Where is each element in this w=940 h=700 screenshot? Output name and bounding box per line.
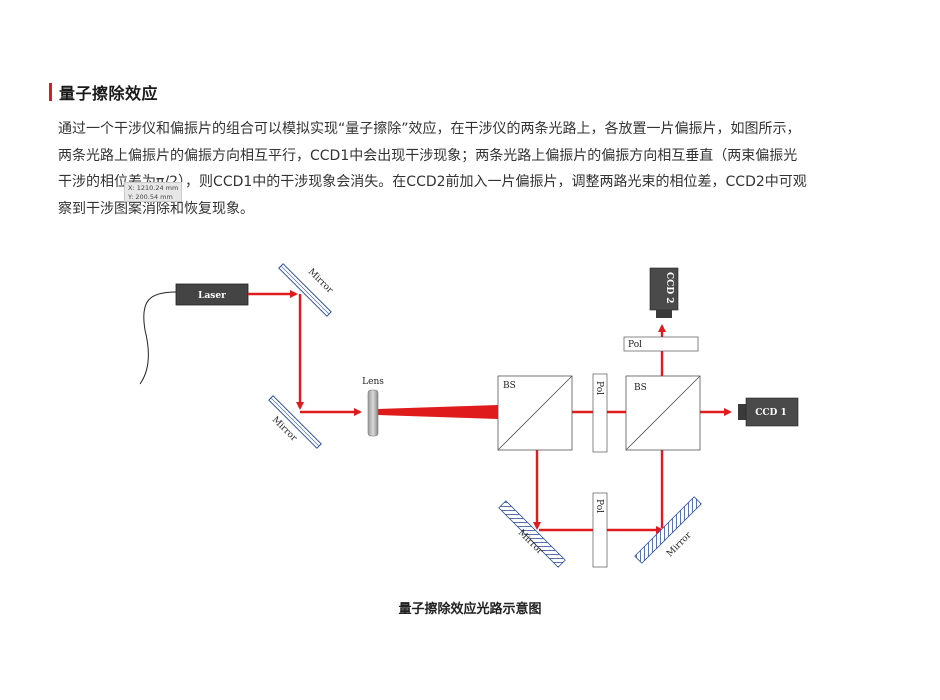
ccd-2-label: CCD 2 (664, 272, 674, 304)
ccd-2-camera: CCD 2 (649, 267, 679, 318)
diagram-caption: 量子擦除效应光路示意图 (398, 602, 542, 617)
ccd-1-camera: CCD 1 (738, 397, 799, 427)
beam-expanded (378, 405, 498, 419)
paragraph-line-1: 通过一个干涉仪和偏振片的组合可以模拟实现“量子擦除”效应，在干涉仪的两条光路上，… (58, 121, 801, 137)
coordinate-x: X: 1210.24 mm (128, 184, 179, 192)
mirror-4 (634, 496, 702, 564)
lens: Lens (362, 377, 384, 437)
mirror-3 (498, 500, 566, 568)
pol-upper-label: Pol (594, 381, 604, 395)
polarizer-lower: Pol (592, 492, 608, 568)
paragraph-line-2: 两条光路上偏振片的偏振方向相互平行，CCD1中会出现干涉现象；两条光路上偏振片的… (58, 147, 798, 164)
pol-ccd2-label: Pol (628, 340, 642, 350)
coordinate-tooltip: X: 1210.24 mm Y: 200.54 mm (124, 182, 182, 202)
section-heading: 量子擦除效应 (49, 80, 158, 104)
coordinate-y: Y: 200.54 mm (128, 193, 173, 201)
polarizer-upper: Pol (592, 373, 608, 453)
heading-accent-bar (49, 83, 52, 101)
beam-splitter-2: BS (625, 375, 701, 451)
beam-splitter-1: BS (497, 375, 573, 451)
fiber-cable (139, 291, 177, 385)
paragraph-line-4: 察到干涉图案消除和恢复现象。 (58, 200, 254, 217)
lens-label: Lens (362, 377, 384, 387)
ccd-1-label: CCD 1 (755, 408, 787, 418)
bs-2-label: BS (634, 383, 647, 393)
bs-1-label: BS (503, 381, 516, 391)
laser-device: Laser (175, 283, 249, 306)
polarizer-ccd2: Pol (623, 336, 699, 352)
paragraph-line-3: 干涉的相位差为π/2），则CCD1中的干涉现象会消失。在CCD2前加入一片偏振片… (58, 174, 807, 190)
laser-label: Laser (198, 291, 226, 301)
mirror-2 (268, 395, 322, 449)
heading-title: 量子擦除效应 (59, 84, 159, 103)
mirror-1 (278, 263, 332, 317)
pol-lower-label: Pol (594, 499, 604, 513)
description-paragraph: 通过一个干涉仪和偏振片的组合可以模拟实现“量子擦除”效应，在干涉仪的两条光路上，… (58, 116, 888, 222)
